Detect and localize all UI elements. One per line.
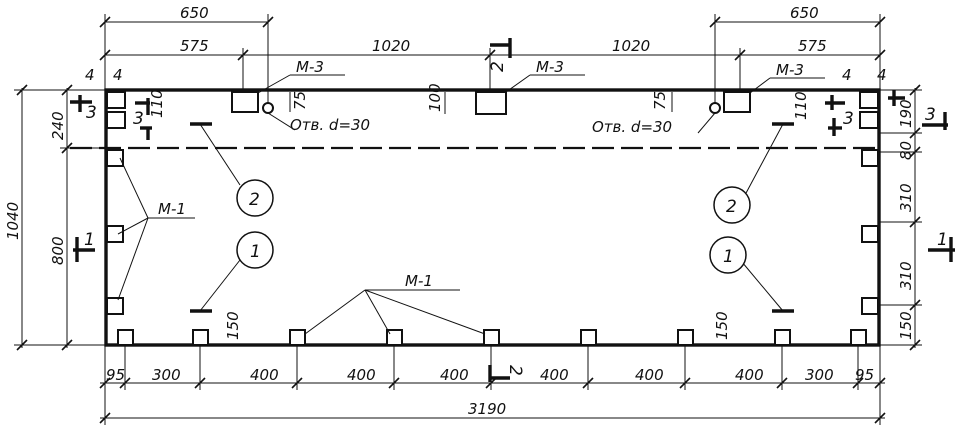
callout-right-2: 2	[713, 186, 751, 224]
dim-400-6: 400	[735, 366, 764, 384]
dim-95-right: 95	[855, 366, 874, 384]
dim-75-right: 75	[651, 91, 669, 110]
right-dimension-texts: 190 80 310 310 150 110 150	[713, 91, 915, 340]
bottom-dimension-texts: 95 300 400 400 400 400 400 400 300 95 31…	[106, 366, 874, 418]
dim-150-right-inner: 150	[713, 311, 731, 340]
section-1-left: 1	[84, 230, 95, 250]
dim-110-left: 110	[148, 89, 166, 118]
dim-400-2: 400	[347, 366, 376, 384]
hole-right	[709, 102, 721, 114]
label-m3-left: M-3	[296, 58, 324, 76]
dim-1020-left: 1020	[372, 37, 410, 55]
callout-left-1: 1	[236, 231, 274, 269]
dim-240: 240	[49, 111, 67, 140]
dim-190: 190	[897, 99, 915, 128]
dim-150-left: 150	[224, 311, 242, 340]
callout-right-1: 1	[709, 236, 747, 274]
dim-1040: 1040	[4, 202, 22, 240]
dim-400-1: 400	[250, 366, 279, 384]
dim-75-left: 75	[291, 91, 309, 110]
callout-left-1-text: 1	[250, 242, 261, 262]
dim-800: 800	[49, 236, 67, 265]
dim-400-4: 400	[540, 366, 569, 384]
label-m3-center: M-3	[536, 58, 564, 76]
top-dimension-lines	[99, 14, 886, 108]
inner-dimension-texts: 75 100 75	[289, 83, 673, 114]
bottom-embedded-plates	[117, 329, 867, 346]
leader-lines	[117, 74, 825, 335]
dim-300-right: 300	[805, 366, 834, 384]
dim-310-a: 310	[897, 183, 915, 212]
right-dimension-lines	[878, 84, 922, 351]
dim-310-b: 310	[897, 261, 915, 290]
side-embedded-plates	[106, 91, 879, 315]
section-3-right-a: 3	[843, 109, 854, 129]
dim-3190: 3190	[468, 400, 506, 418]
top-dimension-texts: 650 650 575 1020 1020 575 4 4 4 4	[85, 4, 887, 84]
callout-left-2-text: 2	[249, 190, 260, 210]
dim-575-left: 575	[180, 37, 209, 55]
dim-300-left: 300	[152, 366, 181, 384]
hole-left	[262, 102, 274, 114]
plate-m3-right	[723, 91, 751, 113]
label-m1-bottom: M-1	[405, 272, 433, 290]
callout-right-1-text: 1	[723, 247, 734, 267]
dim-100: 100	[426, 83, 444, 112]
section-3-right-b: 3	[925, 105, 936, 125]
label-m3-right: M-3	[776, 61, 804, 79]
dim-80: 80	[897, 141, 915, 160]
labels: M-3 M-3 M-3 M-1 M-1 Отв. d=30 Отв. d=30	[158, 58, 804, 290]
section-2-top: 2	[488, 61, 508, 72]
dim-575-right: 575	[798, 37, 827, 55]
section-1-right: 1	[937, 230, 948, 250]
dim-4-d: 4	[877, 66, 887, 84]
dim-4-c: 4	[842, 66, 852, 84]
plate-m3-center	[475, 91, 507, 115]
dim-110-right: 110	[792, 91, 810, 120]
plate-m3-left	[231, 91, 259, 113]
label-m1-left: M-1	[158, 200, 186, 218]
dim-150-right: 150	[897, 311, 915, 340]
callout-left-2: 2	[236, 179, 274, 217]
dim-650-left: 650	[180, 4, 209, 22]
callout-right-2-text: 2	[726, 197, 737, 217]
dim-650-right: 650	[790, 4, 819, 22]
dim-1020-right: 1020	[612, 37, 650, 55]
lifting-loops	[190, 122, 794, 313]
section-3-left-b: 3	[133, 109, 144, 129]
dim-4-b: 4	[113, 66, 123, 84]
section-3-left-a: 3	[86, 103, 97, 123]
section-2-bottom: 2	[505, 365, 525, 376]
dim-95-left: 95	[106, 366, 125, 384]
dim-400-3: 400	[440, 366, 469, 384]
dim-400-5: 400	[635, 366, 664, 384]
label-hole-left: Отв. d=30	[290, 116, 370, 134]
section-marks: 1 1 2 2 3 3 3 3	[70, 38, 955, 382]
dim-4-a: 4	[85, 66, 95, 84]
left-dimension-texts: 1040 240 800 110 150	[4, 89, 242, 340]
panel-outline	[104, 88, 881, 347]
label-hole-right: Отв. d=30	[592, 118, 672, 136]
